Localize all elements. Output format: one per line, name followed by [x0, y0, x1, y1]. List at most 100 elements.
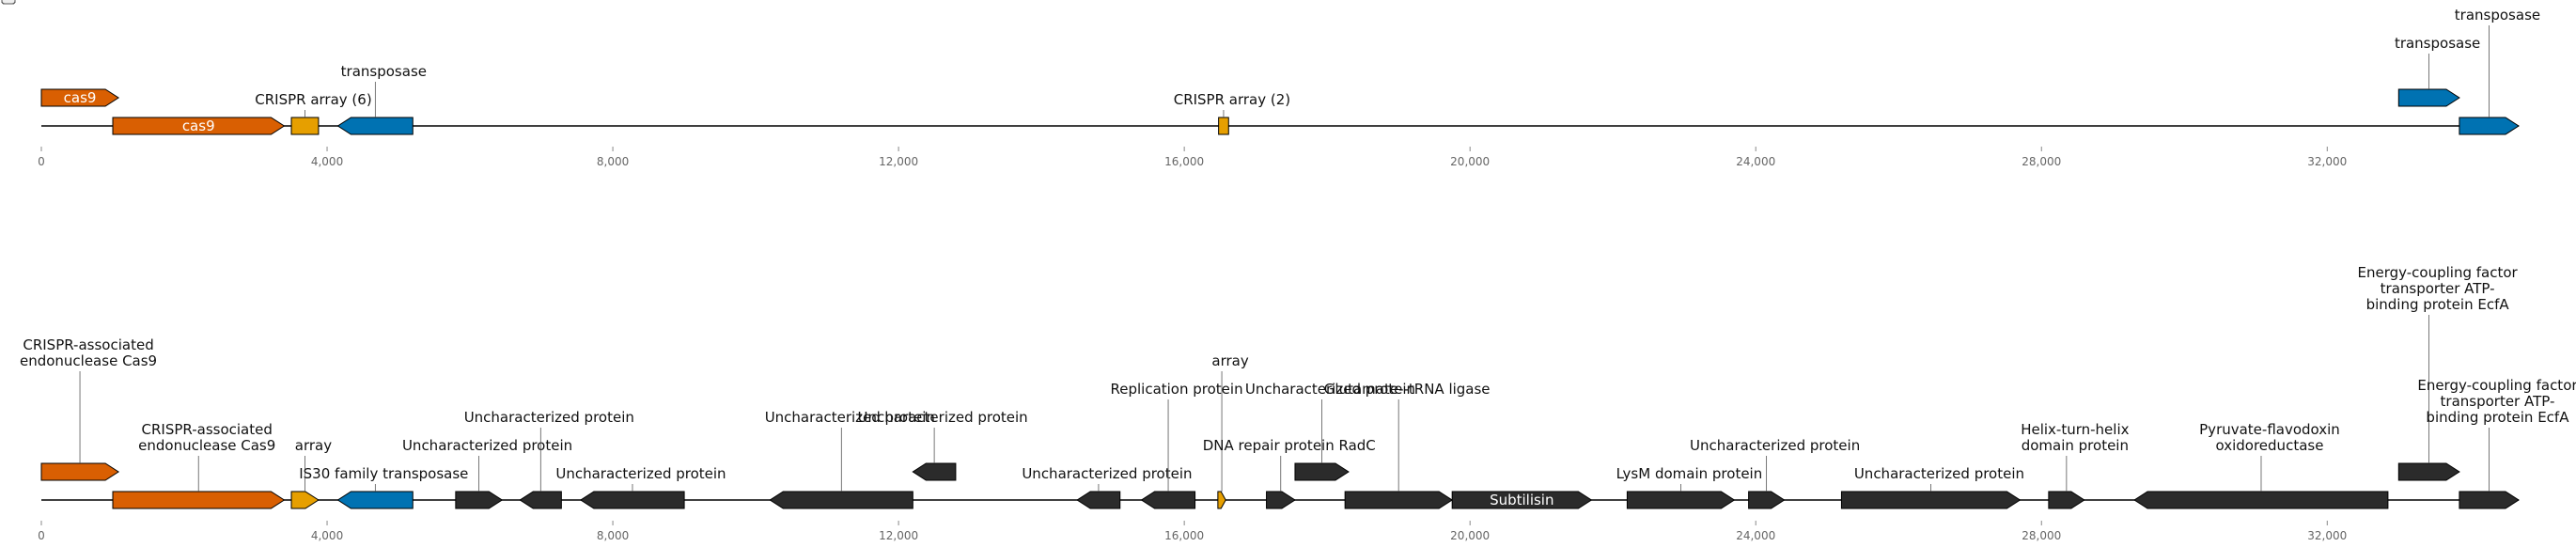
- gene-other-b7[interactable]: [579, 491, 685, 509]
- annotation-text: Uncharacterized protein: [464, 409, 634, 426]
- gene-crispr-b3[interactable]: [290, 491, 320, 509]
- gene-other-b17[interactable]: [1626, 491, 1736, 509]
- track-top: 0 4,000 8,000 12,000 16,000 20,000 24,000 28,00…: [1, 0, 2540, 168]
- tick-label: 4,000: [311, 529, 343, 542]
- gene-other-b9[interactable]: [912, 462, 957, 481]
- gene-other-b20[interactable]: [2048, 491, 2085, 509]
- gene-other-b18[interactable]: [1748, 491, 1786, 509]
- gene-other-b6[interactable]: [519, 491, 562, 509]
- tick-label: 16,000: [1164, 155, 1204, 168]
- annotation-text: Uncharacterized protein: [1690, 437, 1860, 454]
- gene-label-inside: cas9: [64, 89, 97, 106]
- annotation-text: IS30 family transposase: [299, 465, 468, 482]
- tick-label: 20,000: [1450, 155, 1490, 168]
- tick-label: 12,000: [879, 155, 918, 168]
- tick-label: 12,000: [879, 529, 918, 542]
- gene-annotation-b3: array: [1, 0, 332, 454]
- annotation-text: transposase: [341, 63, 427, 80]
- annotation-text: Replication protein: [1110, 381, 1242, 398]
- annotation-text: transposase: [2455, 7, 2540, 23]
- gene-transposase-t4[interactable]: [336, 117, 414, 135]
- gene-cas-t1[interactable]: [40, 88, 120, 107]
- gene-cas-t2[interactable]: [112, 117, 286, 135]
- annotation-text: array: [295, 437, 332, 454]
- gene-transposase-t7[interactable]: [2459, 117, 2520, 135]
- annotation-text: Glutamate--tRNA ligase: [1324, 381, 1491, 398]
- gene-other-b5[interactable]: [455, 491, 504, 509]
- gene-annotation-b12: array: [1, 0, 1249, 369]
- tick-label: 24,000: [1736, 529, 1775, 542]
- gene-annotation-b18: Uncharacterized protein: [1, 0, 1860, 454]
- gene-other-b23[interactable]: [2459, 491, 2520, 509]
- gene-annotation-t4: transposase: [1, 0, 427, 80]
- gene-annotation-t6: transposase: [1, 0, 2480, 52]
- gene-other-b11[interactable]: [1140, 491, 1196, 509]
- tick-label: 0: [38, 529, 45, 542]
- tick-label: 32,000: [2307, 529, 2347, 542]
- tick-label: 32,000: [2307, 155, 2347, 168]
- gene-annotation-b5: Uncharacterized protein: [1, 0, 572, 454]
- annotation-text: Uncharacterized protein: [402, 437, 572, 454]
- gene-transposase-t6[interactable]: [2397, 88, 2460, 107]
- gene-annotation-t5: CRISPR array (2): [1, 0, 1290, 108]
- gene-other-b15[interactable]: [1344, 491, 1454, 509]
- gene-other-b14[interactable]: [1294, 462, 1350, 481]
- annotation-text: LysM domain protein: [1616, 465, 1763, 482]
- gene-crispr-t5[interactable]: [1218, 117, 1229, 135]
- gene-annotation-t7: transposase: [1, 0, 2540, 23]
- gene-label-inside: Subtilisin: [1490, 492, 1553, 508]
- gene-transposase-b4[interactable]: [336, 491, 414, 509]
- gene-other-b10[interactable]: [1076, 491, 1121, 509]
- tick-label: 28,000: [2022, 155, 2061, 168]
- tick-label: 8,000: [597, 529, 629, 542]
- gene-crispr-b12[interactable]: [1217, 491, 1226, 509]
- annotation-text: Uncharacterized protein: [1022, 465, 1192, 482]
- gene-annotation-b14: Uncharacterized protein: [1, 0, 1415, 398]
- gene-other-b21[interactable]: [2133, 491, 2389, 509]
- tick-label: 28,000: [2022, 529, 2061, 542]
- gene-other-b16[interactable]: [1451, 491, 1593, 509]
- annotation-text: transposase: [2395, 35, 2480, 52]
- annotation-text: DNA repair protein RadC: [1203, 437, 1376, 454]
- gene-cas-b1[interactable]: [40, 462, 120, 481]
- gene-other-b22[interactable]: [2397, 462, 2460, 481]
- annotation-box: [1, 0, 16, 5]
- tick-label: 24,000: [1736, 155, 1775, 168]
- tick-label: 8,000: [597, 155, 629, 168]
- tick-label: 20,000: [1450, 529, 1490, 542]
- gene-annotation-b11: Replication protein: [1, 0, 1243, 398]
- annotation-text: Uncharacterized protein: [765, 409, 935, 426]
- gene-other-b8[interactable]: [769, 491, 913, 509]
- annotation-text: CRISPR array (2): [1174, 91, 1290, 108]
- tick-label: 16,000: [1164, 529, 1204, 542]
- tick-label: 4,000: [311, 155, 343, 168]
- gene-label-inside: cas9: [182, 117, 215, 134]
- annotation-text: CRISPR array (6): [255, 91, 371, 108]
- annotation-text: array: [1211, 352, 1248, 369]
- annotation-text: Uncharacterized protein: [1245, 381, 1415, 398]
- gene-other-b19[interactable]: [1840, 491, 2022, 509]
- annotation-text: Uncharacterized protein: [1854, 465, 2024, 482]
- gene-cas-b2[interactable]: [112, 491, 286, 509]
- gene-annotation-b15: Glutamate--tRNA ligase: [1, 0, 1491, 398]
- tick-label: 0: [38, 155, 45, 168]
- gene-other-b13[interactable]: [1266, 491, 1296, 509]
- annotation-text: Uncharacterized protein: [858, 409, 1028, 426]
- annotation-text: Uncharacterized protein: [555, 465, 726, 482]
- gene-crispr-t3[interactable]: [290, 117, 320, 135]
